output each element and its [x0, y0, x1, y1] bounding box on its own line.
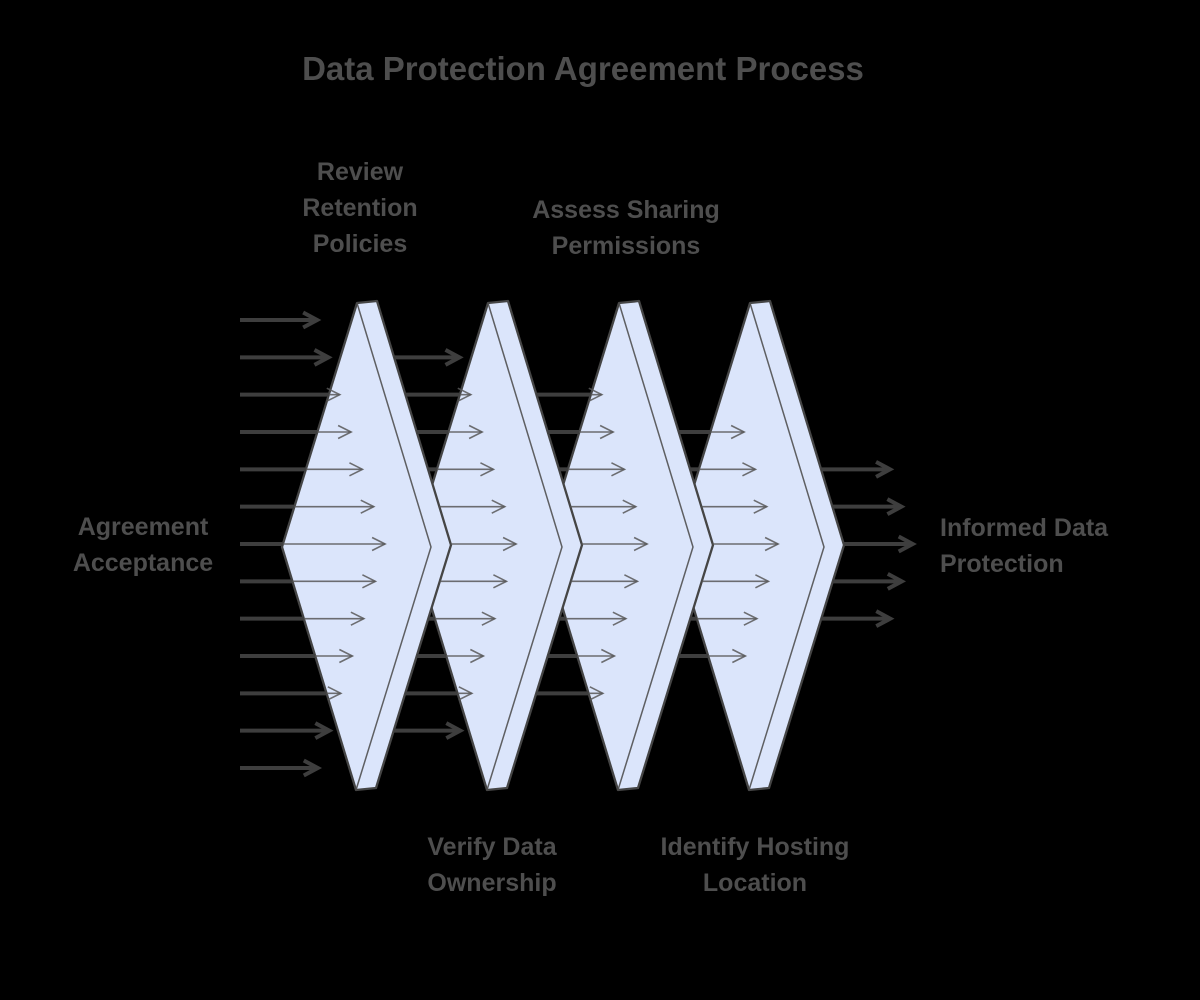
output-arrows — [821, 460, 917, 628]
output-label: Informed Data Protection — [940, 514, 1109, 578]
stage-label-identify-hosting-location: Identify Hosting Location — [660, 833, 850, 897]
input-arrows — [240, 310, 387, 778]
stage-label-assess-sharing-permissions: Assess Sharing Permissions — [532, 196, 720, 260]
flow-arrows — [240, 310, 917, 778]
gap-arrows-2 — [536, 387, 649, 701]
gap-arrows-3 — [678, 424, 780, 664]
gap-arrows-1 — [393, 348, 518, 740]
input-label: Agreement Acceptance — [72, 513, 214, 577]
stage-label-verify-data-ownership: Verify Data Ownership — [427, 833, 557, 897]
stage-label-review-retention-policies: Review Retention Policies — [302, 158, 418, 258]
page-title: Data Protection Agreement Process — [302, 50, 864, 87]
filter-plate-1 — [280, 299, 453, 792]
